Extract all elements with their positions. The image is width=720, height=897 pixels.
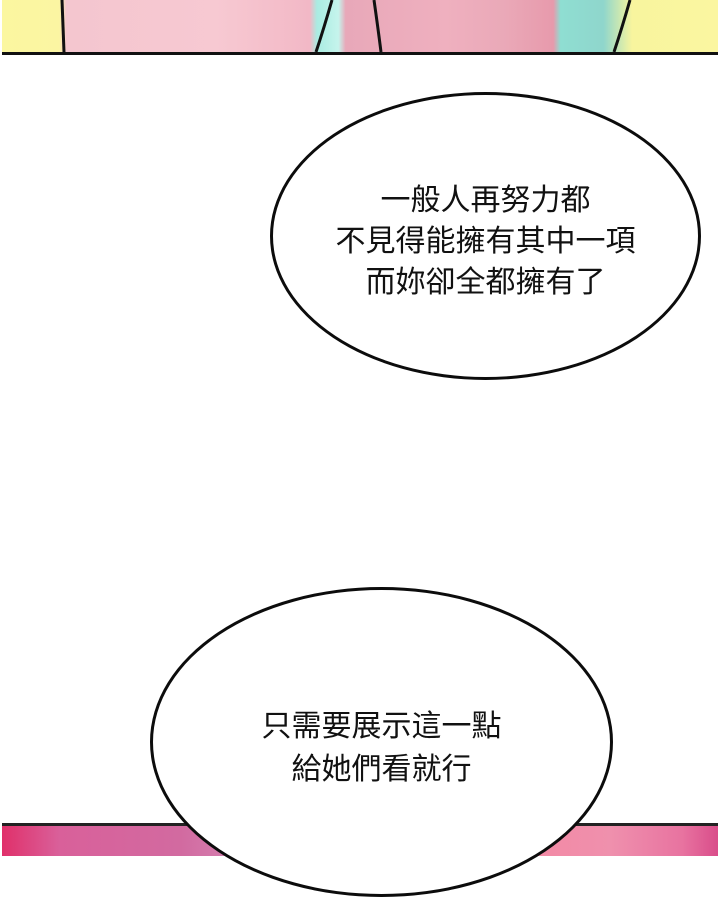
speech-line: 一般人再努力都	[380, 183, 591, 218]
speech-line: 只需要展示這一點	[261, 709, 502, 744]
speech-line: 給她們看就行	[291, 752, 472, 787]
speech-bubble-2: 只需要展示這一點 給她們看就行	[150, 587, 613, 897]
speech-line: 而妳卻全都擁有了	[365, 265, 606, 300]
speech-line: 不見得能擁有其中一項	[335, 224, 636, 259]
speech-bubble-1: 一般人再努力都 不見得能擁有其中一項 而妳卻全都擁有了	[270, 92, 701, 380]
panel-line-art	[60, 0, 632, 52]
speech-bubble-text: 只需要展示這一點 給她們看就行	[153, 705, 610, 791]
speech-bubble-text: 一般人再努力都 不見得能擁有其中一項 而妳卻全都擁有了	[273, 180, 698, 303]
top-comic-panel	[2, 0, 718, 55]
